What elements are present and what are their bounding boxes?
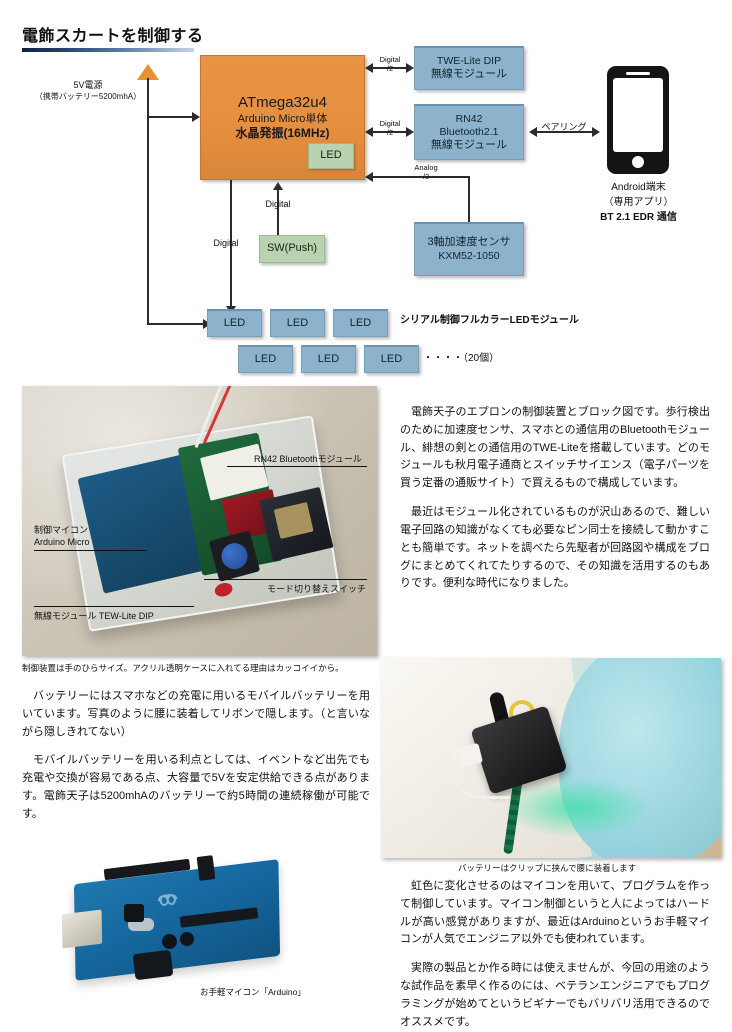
mcu-led-badge: LED: [308, 143, 354, 169]
power-to-mcu-line: [147, 116, 192, 118]
mcu-twelite-arrow-left-icon: [365, 63, 373, 73]
photo-arduino-uno: [28, 848, 328, 998]
text-block-overview: 電飾天子のエプロンの制御装置とブロック図です。歩行検出のために加速度センサ、スマ…: [400, 404, 710, 593]
phone-speaker-icon: [626, 72, 650, 75]
photo-battery-waist: [381, 658, 721, 858]
led-module-5: LED: [301, 345, 356, 373]
annotation-line-twelite: [34, 606, 194, 608]
mcu-rn42-line: [371, 131, 409, 133]
mcu-to-led-line: [230, 180, 232, 308]
mcu-twelite-arrow-right-icon: [406, 63, 414, 73]
led-module-3: LED: [333, 309, 388, 337]
mcu-rn42-arrow-right-icon: [406, 127, 414, 137]
sensor-to-mcu-line: [371, 176, 469, 178]
voltage-regulator: [124, 904, 144, 922]
annotation-mode-switch: モード切り替えスイッチ: [267, 584, 367, 594]
switch-to-mcu-arrow-icon: [273, 182, 283, 190]
overview-paragraph-1: 電飾天子のエプロンの制御装置とブロック図です。歩行検出のために加速度センサ、スマ…: [400, 406, 710, 490]
photo-battery-caption: バッテリーはクリップに挟んで腰に装着します: [458, 863, 637, 873]
pairing-arrow-right-icon: [592, 127, 600, 137]
dc-power-jack: [132, 949, 174, 981]
power-to-led-line: [147, 323, 204, 325]
pairing-arrow-left-icon: [529, 127, 537, 137]
twelite-bus-label: Digital /2: [379, 55, 401, 74]
android-phone-icon: [607, 66, 669, 174]
led-count-note: ・・・・（20個）: [423, 353, 500, 364]
battery-paragraph-2: モバイルバッテリーを用いる利点としては、イベントなど出先でも充電や交換が容易であ…: [22, 754, 370, 820]
annotation-line-rn42: [227, 466, 367, 468]
block-diagram: 5V電源 （携帯バッテリー5200mhA） ATmega32u4 Arduino…: [0, 0, 732, 380]
switch-bus-label: Digital: [265, 199, 291, 209]
page-title: 電飾スカートを制御する: [22, 22, 204, 52]
electrolytic-cap-1: [162, 934, 177, 949]
annotation-arduino-micro: 制御マイコン Arduino Micro: [34, 525, 90, 548]
title-underline-rule: [22, 48, 194, 52]
phone-home-button-icon: [632, 156, 644, 168]
text-block-battery: バッテリーにはスマホなどの充電に用いるモバイルバッテリーを用いています。写真のよ…: [22, 688, 370, 824]
twelite-module-block: TWE-Lite DIP 無線モジュール: [414, 46, 524, 90]
power-source-triangle-icon: [137, 64, 159, 80]
led-module-1: LED: [207, 309, 262, 337]
mcu-title: ATmega32u4: [238, 93, 327, 111]
analog-bus-label: Analog /3: [414, 163, 438, 182]
mcu-subtitle: Arduino Micro単体: [237, 112, 328, 125]
mcu-clock: 水晶発振(16MHz): [235, 126, 330, 141]
annotation-twelite: 無線モジュール TEW-Lite DIP: [34, 611, 154, 621]
page-title-text: 電飾スカートを制御する: [22, 28, 204, 45]
arduino-paragraph-1: 虹色に変化させるのはマイコンを用いて、プログラムを作って制御しています。マイコン…: [400, 880, 710, 946]
photo-control-unit: RN42 Bluetoothモジュール 制御マイコン Arduino Micro…: [22, 386, 377, 656]
mcu-twelite-line: [371, 67, 409, 69]
photo-control-unit-caption: 制御装置は手のひらサイズ。アクリル透明ケースに入れてる理由はカッコイイから。: [22, 663, 344, 673]
rn42-bus-label: Digital /2: [379, 119, 401, 138]
annotation-line-micro: [34, 550, 147, 552]
icsp-header-pins: [196, 855, 216, 881]
mcu-block: ATmega32u4 Arduino Micro単体 水晶発振(16MHz) L…: [200, 55, 365, 180]
led-module-note: シリアル制御フルカラーLEDモジュール: [400, 315, 579, 326]
push-switch-block: SW(Push): [259, 235, 325, 263]
photo-arduino-caption: お手軽マイコン「Arduino」: [200, 987, 306, 997]
switch-to-mcu-line: [277, 189, 279, 235]
arduino-paragraph-2: 実際の製品とか作る時には使えませんが、今回の用途のような試作品を素早く作るのには…: [400, 962, 710, 1028]
accelerometer-block: 3軸加速度センサ KXM52-1050: [414, 222, 524, 276]
usb-cable: [455, 754, 510, 799]
electrolytic-cap-2: [180, 932, 194, 946]
annotation-line-mode-sw: [204, 579, 367, 581]
battery-paragraph-1: バッテリーにはスマホなどの充電に用いるモバイルバッテリーを用いています。写真のよ…: [22, 690, 370, 738]
sensor-to-mcu-arrow-icon: [365, 172, 373, 182]
pairing-line: [535, 131, 593, 133]
led-bus-label: Digital: [213, 238, 239, 248]
annotation-rn42: RN42 Bluetoothモジュール: [254, 454, 362, 464]
power-label: 5V電源 （携帯バッテリー5200mhA）: [34, 80, 142, 102]
power-rail-vertical-line: [147, 78, 149, 324]
led-module-2: LED: [270, 309, 325, 337]
led-glow: [501, 778, 651, 838]
mcu-rn42-arrow-left-icon: [365, 127, 373, 137]
overview-paragraph-2: 最近はモジュール化されているものが沢山あるので、難しい電子回路の知識がなくても必…: [400, 506, 710, 590]
sensor-vertical-line: [468, 176, 470, 222]
acrylic-case: [61, 415, 341, 632]
rn42-module-block: RN42 Bluetooth2.1 無線モジュール: [414, 104, 524, 160]
phone-caption: Android端末 （専用アプリ） BT 2.1 EDR 通信: [600, 182, 677, 223]
arduino-infinity-logo-icon: [157, 894, 178, 907]
phone-screen: [613, 78, 663, 152]
usb-b-connector: [61, 909, 103, 949]
power-to-mcu-arrow-icon: [192, 112, 200, 122]
pairing-label: ペアリング: [541, 122, 587, 132]
led-module-6: LED: [364, 345, 419, 373]
text-block-arduino: 虹色に変化させるのはマイコンを用いて、プログラムを作って制御しています。マイコン…: [400, 878, 710, 1032]
led-module-4: LED: [238, 345, 293, 373]
red-led-photo: [213, 580, 235, 599]
